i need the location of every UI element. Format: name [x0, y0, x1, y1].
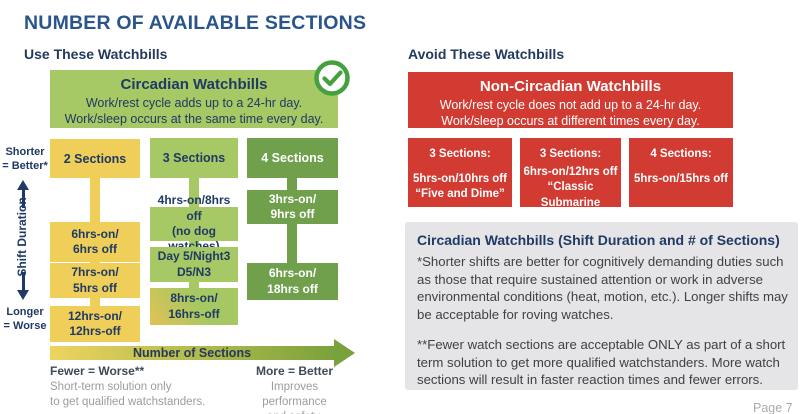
column-header-4-sections: 4 Sections [247, 138, 338, 178]
column-header-3-sections: 3 Sections [150, 138, 238, 178]
arrowhead-icon [334, 339, 355, 367]
avoid-box-2-title: 3 Sections: [539, 148, 602, 160]
flow-box-day5-night3: Day 5/Night3 D5/N3 [150, 247, 238, 282]
flow-box-8on-16off: 8hrs-on/ 16hrs-off [150, 288, 238, 325]
flow-box-6on-6off: 6hrs-on/ 6hrs off [50, 222, 140, 262]
notes-para-fewer-sections: **Fewer watch sections are acceptable ON… [417, 337, 786, 388]
avoid-box-classic-submarine: 3 Sections: 6hrs-on/12hrs off “Classic S… [520, 138, 621, 224]
number-of-sections-arrow [50, 346, 334, 360]
avoid-box-3-title: 4 Sections: [650, 148, 712, 160]
page-title: NUMBER OF AVAILABLE SECTIONS [24, 12, 367, 34]
non-circadian-line1: Work/rest cycle does not add up to a 24-… [439, 97, 702, 112]
circadian-header-box: Circadian Watchbills Work/rest cycle add… [50, 70, 338, 128]
more-better-block: More = Better Improves performance and s… [237, 364, 352, 414]
use-section-heading: Use These Watchbills [24, 46, 168, 62]
avoid-section-heading: Avoid These Watchbills [408, 46, 565, 62]
notes-para-shorter-shifts: *Shorter shifts are better for cognitive… [417, 254, 788, 322]
non-circadian-header-box: Non-Circadian Watchbills Work/rest cycle… [408, 72, 733, 128]
flow-box-4on-8off: 4hrs-on/8hrs off (no dog watches) [150, 193, 238, 253]
fewer-worse-title: Fewer = Worse** [50, 364, 145, 378]
non-circadian-title: Non-Circadian Watchbills [479, 78, 662, 95]
page-number: Page 7 [753, 401, 793, 414]
non-circadian-line2: Work/sleep occurs at different times eve… [441, 114, 700, 128]
avoid-box-4-sections: 4 Sections: 5hrs-on/15hrs off [629, 138, 733, 207]
avoid-box-five-and-dime: 3 Sections: 5hrs-on/10hrs off “Five and … [408, 138, 512, 207]
avoid-box-1-lines: 5hrs-on/10hrs off “Five and Dime” [413, 172, 507, 201]
column-header-2-sections: 2 Sections [50, 139, 140, 178]
fewer-worse-block: Fewer = Worse** Short-term solution only… [50, 364, 205, 410]
notes-panel: Circadian Watchbills (Shift Duration and… [405, 222, 798, 390]
down-arrow-icon [17, 272, 29, 300]
flow-box-12on-12off: 12hrs-on/ 12hrs-off [50, 306, 140, 342]
circadian-title: Circadian Watchbills [120, 76, 268, 93]
avoid-box-3-lines: 5hrs-on/15hrs off [634, 172, 728, 185]
avoid-box-2-lines: 6hrs-on/12hrs off “Classic Submarine Sch… [523, 165, 618, 225]
connector-column-4sections [287, 178, 297, 278]
flow-box-6on-18off: 6hrs-on/ 18hrs off [247, 263, 338, 300]
up-arrow-icon [17, 180, 29, 208]
avoid-box-1-title: 3 Sections: [429, 148, 491, 160]
notes-heading: Circadian Watchbills (Shift Duration and… [417, 232, 780, 248]
more-better-note: Improves performance and safety. [262, 381, 327, 414]
flow-box-3on-9off: 3hrs-on/ 9hrs off [247, 190, 338, 224]
circadian-line2: Work/sleep occurs at the same time every… [64, 112, 324, 126]
number-of-sections-label: Number of Sections [132, 345, 252, 360]
axis-label-longer-worse: Longer = Worse [3, 306, 47, 332]
flow-box-7on-5off: 7hrs-on/ 5hrs off [50, 263, 140, 298]
more-better-title: More = Better [255, 364, 334, 378]
circadian-line1: Work/rest cycle adds up to a 24-hr day. [85, 95, 303, 110]
fewer-worse-note: Short-term solution only to get qualifie… [50, 381, 206, 409]
checkmark-icon [312, 58, 352, 103]
axis-label-shorter-better: Shorter = Better* [2, 146, 48, 172]
